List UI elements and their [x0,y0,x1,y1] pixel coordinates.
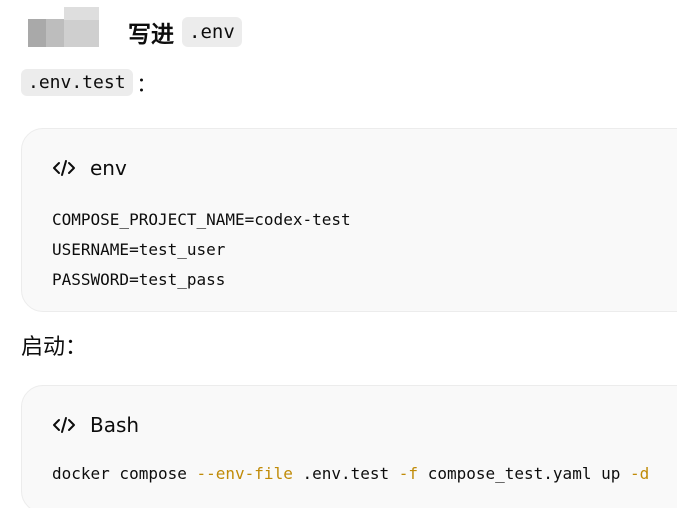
heading-text: 写进 [128,22,174,48]
code-flag-token: --env-file [196,464,293,483]
code-line: COMPOSE_PROJECT_NAME=codex-test [52,210,351,229]
code-token: docker compose [52,464,197,483]
intro-colon: ： [136,72,157,96]
code-block-header: Bash [52,410,139,440]
code-language-label: env [90,156,127,180]
code-icon [53,417,75,433]
start-paragraph: 启动： [21,329,87,361]
section-heading: 写进 .env [128,12,242,52]
code-block-header: env [52,153,127,183]
code-content[interactable]: docker compose --env-file .env.test -f c… [52,461,649,487]
code-line: USERNAME=test_user [52,240,226,259]
code-token: compose_test.yaml up [418,464,630,483]
intro-paragraph: .env.test ： [21,68,157,97]
start-text: 启动： [21,335,88,360]
blurred-image [28,7,99,47]
heading-inline-code: .env [182,17,242,47]
code-flag-token: -f [398,464,419,483]
code-line: PASSWORD=test_pass [52,270,226,289]
code-flag-token: -d [629,464,650,483]
code-token: .env.test [292,464,399,483]
code-language-label: Bash [90,413,140,437]
code-icon [53,160,75,176]
bash-code-block: Bash docker compose --env-file .env.test… [21,385,677,508]
intro-inline-code: .env.test [21,69,133,96]
